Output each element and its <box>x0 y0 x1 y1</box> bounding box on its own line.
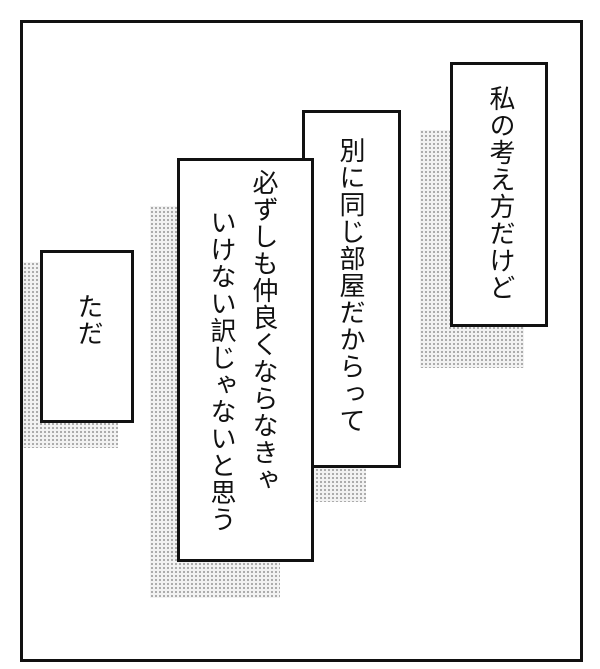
caption-text-line-2: いけない訳じゃないと思う <box>206 209 236 533</box>
caption-box-1: 私の考え方だけど <box>450 62 548 327</box>
caption-box-4: ただ <box>40 250 134 423</box>
caption-text-line-1: 必ずしも仲良くならなきゃ <box>248 169 278 493</box>
caption-text: 私の考え方だけど <box>485 85 515 301</box>
caption-box-3: 必ずしも仲良くならなきゃ いけない訳じゃないと思う <box>177 158 314 562</box>
caption-text: ただ <box>73 293 103 347</box>
caption-text: 別に同じ部屋だからって <box>335 137 365 434</box>
caption-box-2: 別に同じ部屋だからって <box>302 110 401 468</box>
